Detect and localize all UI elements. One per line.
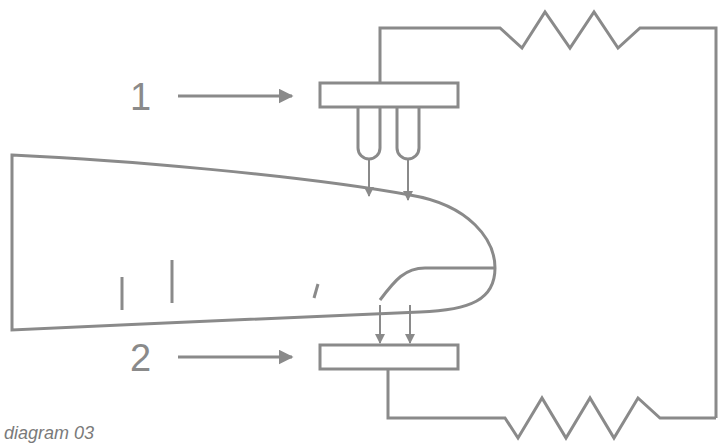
contact-arrow [409,305,411,343]
finger-crease [121,277,124,310]
electrode-prong [358,108,380,159]
electrode-plate [320,345,458,369]
electrode-plate [320,83,458,107]
contact-arrow [407,160,409,200]
callout-number: 1 [130,78,151,116]
callout-arrow [178,95,292,98]
resistor-wire [380,12,716,418]
fingernail-line [380,268,495,300]
contact-arrow [368,160,370,196]
electrode-prong [397,108,419,159]
finger-outline [12,155,495,330]
resistor-wire [388,369,716,438]
callout-number: 2 [130,339,151,377]
finger-crease [171,260,174,303]
callout-arrow [178,356,292,359]
diagram-caption: diagram 03 [4,424,94,442]
finger-crease [314,284,318,298]
contact-arrow [379,305,381,343]
